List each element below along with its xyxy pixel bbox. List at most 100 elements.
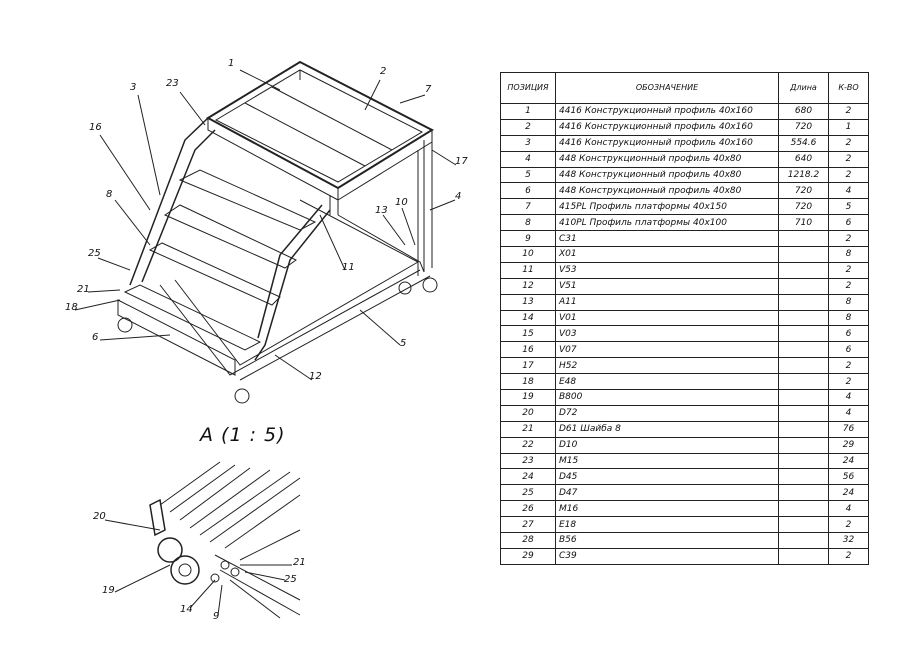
cell-position: 24 <box>500 468 556 486</box>
callout-14: 14 <box>180 604 193 615</box>
cell-designation: 4416 Конструкционный профиль 40x160 <box>555 134 779 152</box>
cell-quantity: 2 <box>828 230 869 248</box>
cell-designation: 4416 Конструкционный профиль 40x160 <box>555 118 779 136</box>
callout-25: 25 <box>88 248 101 259</box>
cell-position: 14 <box>500 309 556 327</box>
cell-length: 1218.2 <box>778 166 829 184</box>
cell-position: 18 <box>500 373 556 391</box>
header-length: Длина <box>778 72 829 104</box>
cell-designation: D47 <box>555 484 779 502</box>
cell-quantity: 6 <box>828 325 869 343</box>
cell-designation: 448 Конструкционный профиль 40x80 <box>555 182 779 200</box>
cell-position: 3 <box>500 134 556 152</box>
cell-quantity: 8 <box>828 309 869 327</box>
detail-view-a <box>104 459 301 619</box>
cell-quantity: 8 <box>828 246 869 263</box>
callout-21: 21 <box>77 284 90 295</box>
cell-position: 25 <box>500 484 556 502</box>
cell-designation: E48 <box>555 373 779 391</box>
cell-position: 2 <box>500 118 556 136</box>
callout-10: 10 <box>395 197 408 208</box>
cell-quantity: 8 <box>828 293 869 311</box>
cell-position: 4 <box>500 150 556 168</box>
cell-designation: V01 <box>555 309 779 327</box>
cell-position: 27 <box>500 516 556 534</box>
callout-1: 1 <box>228 58 235 69</box>
callout-23: 23 <box>166 78 179 89</box>
cell-length <box>778 325 829 343</box>
main-isometric-view <box>74 60 457 404</box>
cell-length <box>778 420 829 438</box>
callout-20: 20 <box>93 511 106 522</box>
cell-quantity: 2 <box>828 166 869 184</box>
cell-length <box>778 341 829 359</box>
cell-designation: V03 <box>555 325 779 343</box>
cell-length <box>778 452 829 470</box>
cell-position: 20 <box>500 404 556 422</box>
callout-19: 19 <box>102 585 115 596</box>
cell-length <box>778 230 829 248</box>
cell-designation: D72 <box>555 404 779 422</box>
cell-designation: 448 Конструкционный профиль 40x80 <box>555 166 779 184</box>
cell-position: 23 <box>500 452 556 470</box>
callout-11: 11 <box>342 262 355 273</box>
callout-4: 4 <box>455 191 462 202</box>
cell-position: 10 <box>500 246 556 263</box>
cell-position: 8 <box>500 214 556 232</box>
cell-designation: M15 <box>555 452 779 470</box>
callout-7: 7 <box>425 84 432 95</box>
cell-quantity: 2 <box>828 134 869 152</box>
cell-length <box>778 246 829 263</box>
cell-quantity: 1 <box>828 118 869 136</box>
cell-length <box>778 309 829 327</box>
callout-2: 2 <box>380 66 387 77</box>
cell-quantity: 5 <box>828 198 869 216</box>
cell-quantity: 4 <box>828 389 869 406</box>
cell-length <box>778 404 829 422</box>
detail-title: A (1 : 5) <box>200 424 286 446</box>
cell-designation: 4416 Конструкционный профиль 40x160 <box>555 103 779 120</box>
cell-position: 6 <box>500 182 556 200</box>
callout-13: 13 <box>375 205 388 216</box>
cell-quantity: 32 <box>828 532 869 549</box>
cell-designation: H52 <box>555 357 779 375</box>
cell-quantity: 24 <box>828 484 869 502</box>
cell-designation: C31 <box>555 230 779 248</box>
cell-position: 15 <box>500 325 556 343</box>
cell-length <box>778 357 829 375</box>
cell-designation: B800 <box>555 389 779 406</box>
cell-position: 16 <box>500 341 556 359</box>
cell-designation: V53 <box>555 261 779 279</box>
callout-18: 18 <box>65 302 78 313</box>
callout-21-detail: 21 <box>293 557 306 568</box>
cell-designation: D10 <box>555 436 779 454</box>
cell-designation: M16 <box>555 500 779 518</box>
callout-6: 6 <box>92 332 99 343</box>
cell-length <box>778 500 829 518</box>
cell-designation: A11 <box>555 293 779 311</box>
table-header-row: ПОЗИЦИЯ ОБОЗНАЧЕНИЕ Длина К-ВО <box>500 72 869 104</box>
cell-length: 710 <box>778 214 829 232</box>
cell-position: 17 <box>500 357 556 375</box>
cell-length <box>778 436 829 454</box>
